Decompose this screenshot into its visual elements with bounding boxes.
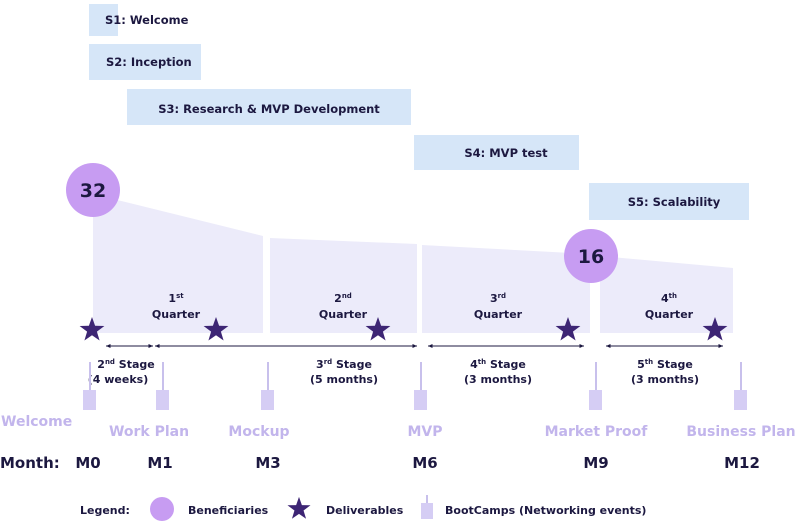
bootcamp-marker	[83, 362, 96, 410]
quarter-word-4: Quarter	[645, 308, 694, 321]
stage-box-s5	[589, 183, 749, 220]
bootcamp-marker	[589, 362, 602, 410]
stage-box-s2	[89, 44, 201, 80]
beneficiary-circle-start	[66, 163, 120, 217]
phase-label-4: 4th Stage	[470, 358, 526, 371]
month-m9: M9	[583, 454, 608, 472]
bootcamp-marker	[261, 362, 274, 410]
legend-title: Legend:	[80, 504, 130, 517]
quarter-area-2	[270, 238, 417, 333]
phase-duration-2: (4 weeks)	[88, 373, 148, 386]
month-m1: M1	[147, 454, 172, 472]
quarter-areas	[93, 194, 733, 333]
quarter-label-4: 4th	[661, 292, 677, 305]
month-m6: M6	[412, 454, 437, 472]
milestone-labels: Welcome Work Plan Mockup MVP Market Proo…	[1, 414, 796, 440]
beneficiary-circles: 32 16	[66, 163, 618, 283]
quarter-area-3	[422, 245, 590, 333]
month-row: Month: M0 M1 M3 M6 M9 M12	[0, 454, 760, 472]
phase-duration-4: (3 months)	[464, 373, 532, 386]
phase-label-2: 2nd Stage	[97, 358, 154, 371]
quarter-word-3: Quarter	[474, 308, 523, 321]
stage-label-s3: S3: Research & MVP Development	[158, 102, 380, 116]
quarter-area-1	[93, 194, 263, 333]
bootcamp-marker	[734, 362, 747, 410]
month-m12: M12	[724, 454, 760, 472]
stage-boxes: S1: Welcome S2: Inception S3: Research &…	[89, 4, 749, 220]
quarter-area-4	[600, 256, 733, 333]
deliverables-legend-star-icon	[287, 496, 311, 519]
stage-box-s1	[89, 4, 118, 36]
quarter-label-1: 1st	[168, 292, 184, 305]
bootcamp-marker	[414, 362, 427, 410]
beneficiary-circle-end	[564, 229, 618, 283]
stage-box-s4	[414, 135, 579, 170]
milestone-label-m1: Work Plan	[109, 424, 189, 440]
stage-label-s2: S2: Inception	[106, 55, 192, 69]
phase-duration-5: (3 months)	[631, 373, 699, 386]
stage-duration-labels: 2nd Stage (4 weeks) 3rd Stage (5 months)…	[88, 358, 699, 386]
quarter-label-2: 2nd	[334, 292, 352, 305]
legend-bootcamps-label: BootCamps (Networking events)	[445, 504, 646, 517]
milestone-label-m12: Business Plan	[686, 424, 795, 440]
quarter-word-1: Quarter	[152, 308, 201, 321]
stage-label-s1: S1: Welcome	[105, 13, 189, 27]
legend: Legend: Beneficiaries Deliverables BootC…	[80, 495, 646, 521]
quarter-labels: 1st Quarter 2nd Quarter 3rd Quarter 4th …	[152, 292, 694, 321]
month-m3: M3	[255, 454, 280, 472]
beneficiary-count-start: 32	[80, 180, 106, 202]
milestone-label-m6: MVP	[407, 424, 442, 440]
beneficiaries-legend-icon	[150, 497, 174, 521]
beneficiary-count-end: 16	[578, 246, 604, 268]
phase-label-5: 5th Stage	[637, 358, 693, 371]
milestone-label-m0: Welcome	[1, 414, 72, 430]
bootcamp-legend-icon	[421, 503, 433, 519]
stage-label-s5: S5: Scalability	[628, 195, 721, 209]
stage-label-s4: S4: MVP test	[464, 146, 548, 160]
month-m0: M0	[75, 454, 100, 472]
legend-deliverables-label: Deliverables	[326, 504, 404, 517]
stage-box-s3	[127, 89, 411, 125]
milestone-label-m3: Mockup	[228, 424, 289, 440]
bootcamp-marker	[156, 362, 169, 410]
quarter-label-3: 3rd	[490, 292, 506, 305]
legend-beneficiaries-label: Beneficiaries	[188, 504, 269, 517]
month-row-label: Month:	[0, 454, 60, 472]
phase-label-3: 3rd Stage	[316, 358, 372, 371]
milestone-label-m9: Market Proof	[545, 424, 649, 440]
quarter-word-2: Quarter	[319, 308, 368, 321]
phase-duration-3: (5 months)	[310, 373, 378, 386]
bootcamp-markers	[83, 362, 747, 410]
